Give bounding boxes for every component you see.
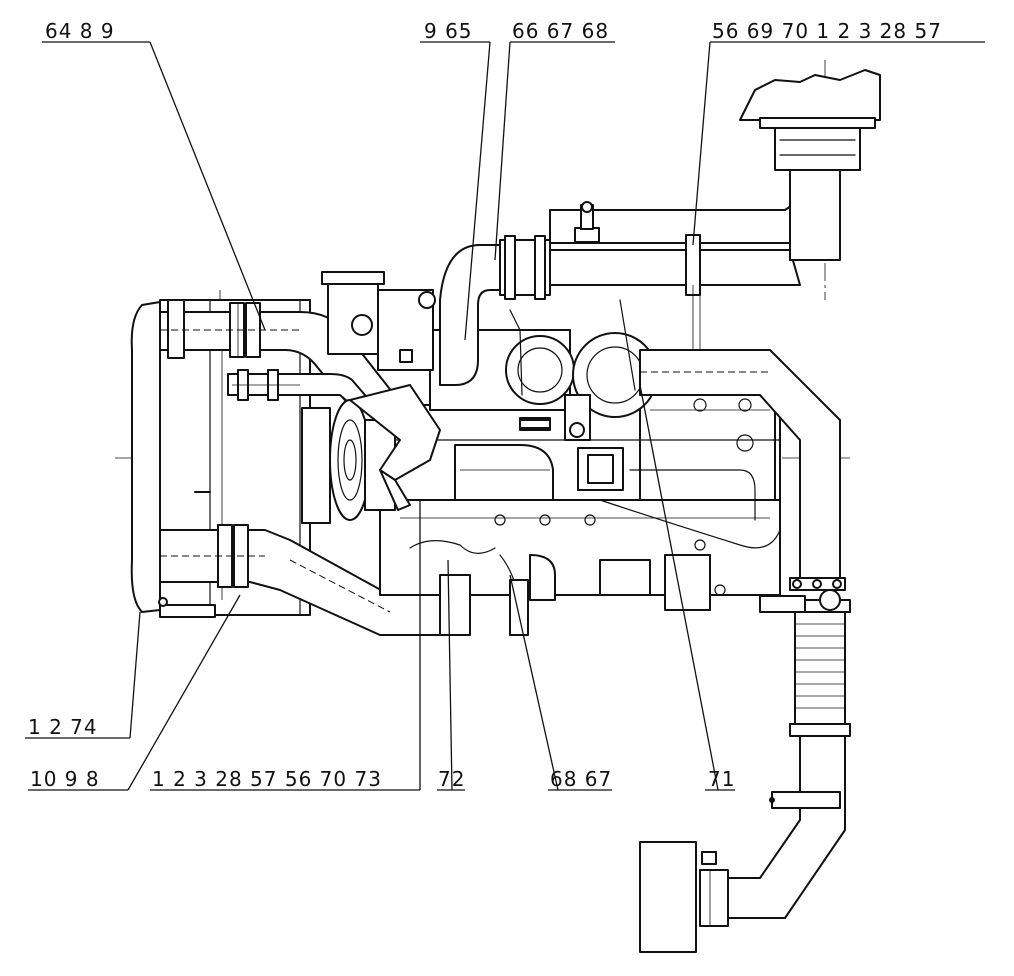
callout-68-67: 68 67 xyxy=(550,767,612,791)
bellows xyxy=(759,589,851,737)
outlet-silencer xyxy=(739,69,881,261)
callout-labels: 64 8 9 9 65 66 67 68 56 69 70 1 2 3 28 5… xyxy=(28,19,942,791)
turbocharger xyxy=(439,235,658,441)
upper-exhaust-pipe xyxy=(549,149,841,355)
leader-lines xyxy=(25,41,985,791)
callout-72: 72 xyxy=(438,767,465,791)
callout-66-67-68: 66 67 68 xyxy=(512,19,609,43)
exhaust-downpipe xyxy=(639,349,846,591)
callout-10-9-8: 10 9 8 xyxy=(30,767,100,791)
callout-56-69-70: 56 69 70 1 2 3 28 57 xyxy=(712,19,942,43)
alternator xyxy=(321,271,436,371)
callout-1-2-74: 1 2 74 xyxy=(28,715,98,739)
engine-hoses xyxy=(409,299,781,636)
lower-exhaust-pipe xyxy=(639,735,846,953)
callout-71: 71 xyxy=(708,767,735,791)
engine-block xyxy=(379,329,781,596)
callout-1-2-3-28: 1 2 3 28 57 56 70 73 xyxy=(152,767,382,791)
callout-9-65: 9 65 xyxy=(424,19,473,43)
callout-64-8-9: 64 8 9 xyxy=(45,19,115,43)
